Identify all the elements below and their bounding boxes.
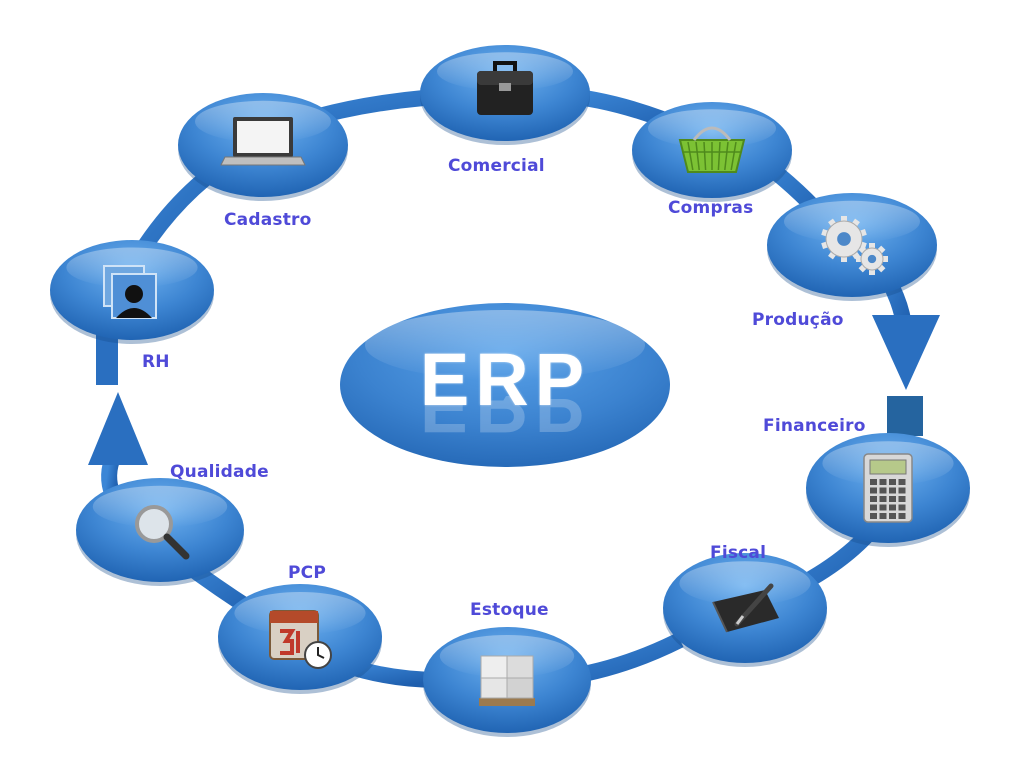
label-fiscal: Fiscal <box>710 543 767 563</box>
folder-pen-icon <box>712 583 779 633</box>
node-compras <box>632 102 792 202</box>
label-rh: RH <box>142 352 170 372</box>
user-profile-icon <box>103 265 157 319</box>
node-estoque <box>423 627 591 737</box>
magnifier-icon <box>135 505 190 560</box>
boxes-icon <box>479 655 535 706</box>
gears-icon <box>821 216 888 275</box>
calendar-clock-icon <box>269 610 332 669</box>
node-financeiro <box>806 433 970 547</box>
arrow-up-rh <box>88 325 148 465</box>
arrow-down-financeiro <box>872 315 940 436</box>
node-producao <box>767 193 937 301</box>
node-comercial <box>420 45 590 145</box>
calculator-icon <box>863 453 913 523</box>
node-qualidade <box>76 478 244 586</box>
label-producao: Produção <box>752 310 844 330</box>
label-cadastro: Cadastro <box>224 210 312 230</box>
node-rh <box>50 240 214 344</box>
node-cadastro <box>178 93 348 201</box>
label-financeiro: Financeiro <box>763 416 866 436</box>
laptop-icon <box>220 117 306 166</box>
shopping-basket-icon <box>678 126 746 173</box>
center-title: ERP <box>419 338 591 421</box>
label-pcp: PCP <box>288 563 326 583</box>
center-title-reflection: ERP <box>419 396 591 446</box>
label-qualidade: Qualidade <box>170 462 269 482</box>
label-comercial: Comercial <box>448 156 545 176</box>
label-compras: Compras <box>668 198 754 218</box>
briefcase-icon <box>477 61 533 115</box>
node-fiscal <box>663 553 827 667</box>
label-estoque: Estoque <box>470 600 549 620</box>
node-pcp <box>218 584 382 694</box>
